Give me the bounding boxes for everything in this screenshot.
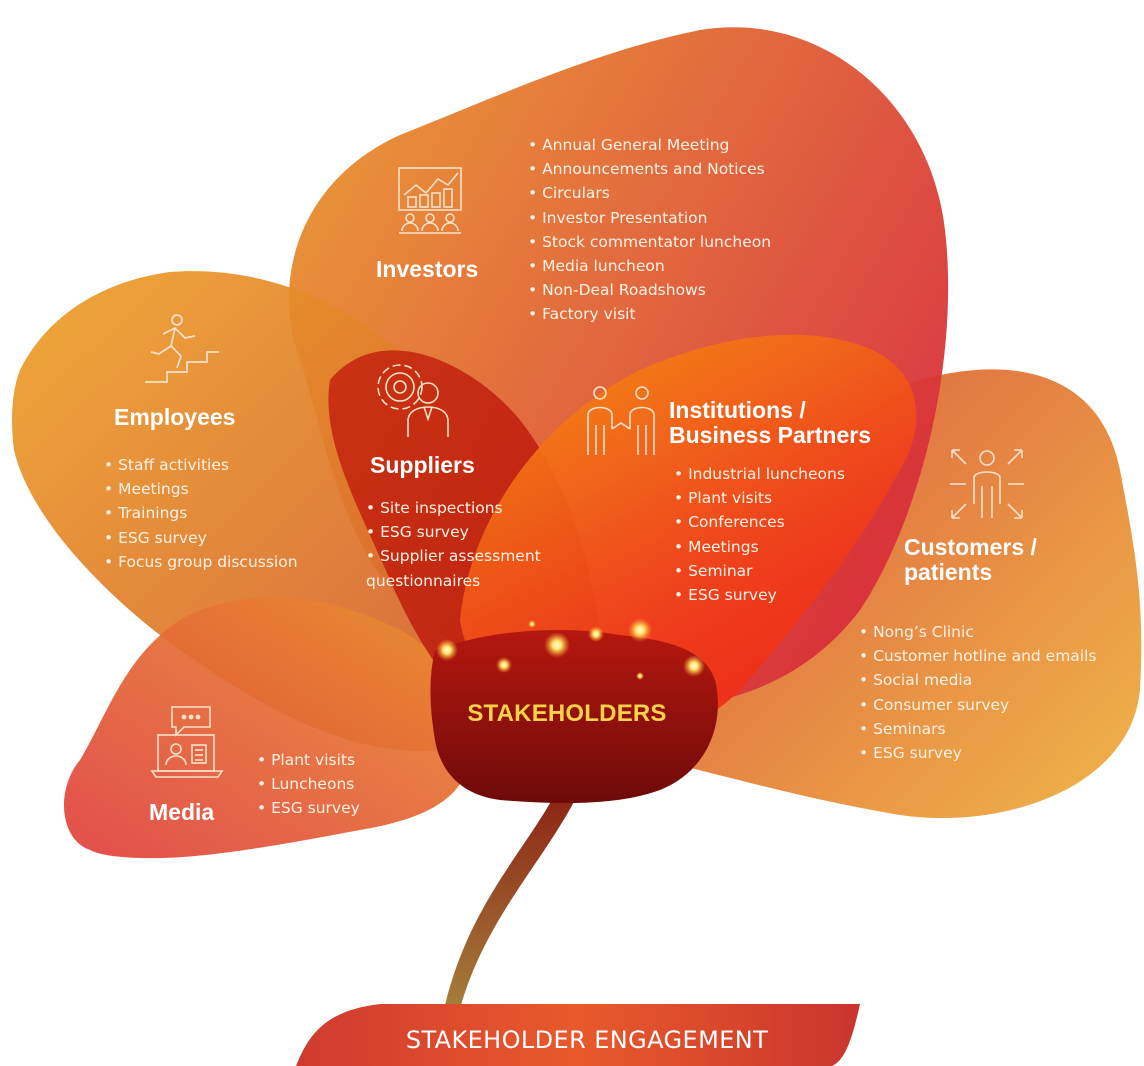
list-item: ESG survey xyxy=(859,741,1097,765)
list-item: Plant visits xyxy=(674,486,845,510)
center-label: STAKEHOLDERS xyxy=(467,700,667,727)
media-group: Media xyxy=(149,800,214,825)
list-item: Media luncheon xyxy=(528,254,771,278)
institutions-group: Institutions / Business Partners xyxy=(669,398,871,448)
flower-core xyxy=(430,630,718,803)
list-item: Trainings xyxy=(104,501,298,525)
list-item: Luncheons xyxy=(257,772,360,796)
handshake-people-icon xyxy=(584,385,658,461)
running-stairs-icon xyxy=(143,312,221,386)
list-item: Announcements and Notices xyxy=(528,157,771,181)
list-item: Plant visits xyxy=(257,748,360,772)
list-item: ESG survey xyxy=(366,520,576,544)
suppliers-title: Suppliers xyxy=(370,452,475,478)
list-item: Conferences xyxy=(674,510,845,534)
list-item: Supplier assessment questionnaires xyxy=(366,544,576,592)
employees-group: Employees xyxy=(114,405,235,430)
list-item: Circulars xyxy=(528,181,771,205)
flower-stem xyxy=(440,770,588,1030)
list-item: Meetings xyxy=(674,535,845,559)
list-item: Non-Deal Roadshows xyxy=(528,278,771,302)
investor-chart-icon xyxy=(396,165,464,237)
list-item: ESG survey xyxy=(257,796,360,820)
investors-list: Annual General Meeting Announcements and… xyxy=(528,133,771,327)
investors-title: Investors xyxy=(376,256,479,282)
list-item: Industrial luncheons xyxy=(674,462,845,486)
suppliers-group: Suppliers xyxy=(370,453,475,478)
list-item: Customer hotline and emails xyxy=(859,644,1096,668)
employees-list: Staff activities Meetings Trainings ESG … xyxy=(104,453,298,574)
media-list: Plant visits Luncheons ESG survey xyxy=(257,748,360,821)
investors-group: Investors xyxy=(376,257,478,282)
list-item: Meetings xyxy=(104,477,298,501)
list-item: ESG survey xyxy=(674,583,845,607)
customers-title-line2: patients xyxy=(904,559,993,585)
supplier-gear-person-icon xyxy=(372,363,454,439)
list-item: Consumer survey xyxy=(859,693,1097,717)
list-item: Nong’s Clinic xyxy=(859,620,1097,644)
institutions-title-line1: Institutions / xyxy=(669,397,806,423)
customers-group: Customers / patients xyxy=(904,535,1037,585)
list-item: Factory visit xyxy=(528,302,771,326)
sparkle-lights xyxy=(436,618,705,680)
list-item: Stock commentator luncheon xyxy=(528,230,771,254)
institutions-title-line2: Business Partners xyxy=(669,422,871,448)
list-item: ESG survey xyxy=(104,526,298,550)
banner-shape xyxy=(296,1004,860,1066)
list-item: Investor Presentation xyxy=(528,206,771,230)
institutions-list: Industrial luncheons Plant visits Confer… xyxy=(674,462,845,607)
list-item: Focus group discussion xyxy=(104,550,297,574)
person-arrows-icon xyxy=(948,446,1026,522)
employees-title: Employees xyxy=(114,404,236,430)
suppliers-list: Site inspections ESG survey Supplier ass… xyxy=(366,496,576,593)
list-item: Staff activities xyxy=(104,453,298,477)
banner-label: STAKEHOLDER ENGAGEMENT xyxy=(405,1026,769,1054)
list-item: Seminar xyxy=(674,559,845,583)
media-laptop-icon xyxy=(150,705,224,781)
list-item: Seminars xyxy=(859,717,1097,741)
list-item: Site inspections xyxy=(366,496,576,520)
list-item: Annual General Meeting xyxy=(528,133,771,157)
customers-title-line1: Customers / xyxy=(904,534,1037,560)
list-item: Social media xyxy=(859,668,1097,692)
customers-list: Nong’s Clinic Customer hotline and email… xyxy=(859,620,1097,765)
media-title: Media xyxy=(149,799,215,825)
media-petal xyxy=(63,597,471,859)
